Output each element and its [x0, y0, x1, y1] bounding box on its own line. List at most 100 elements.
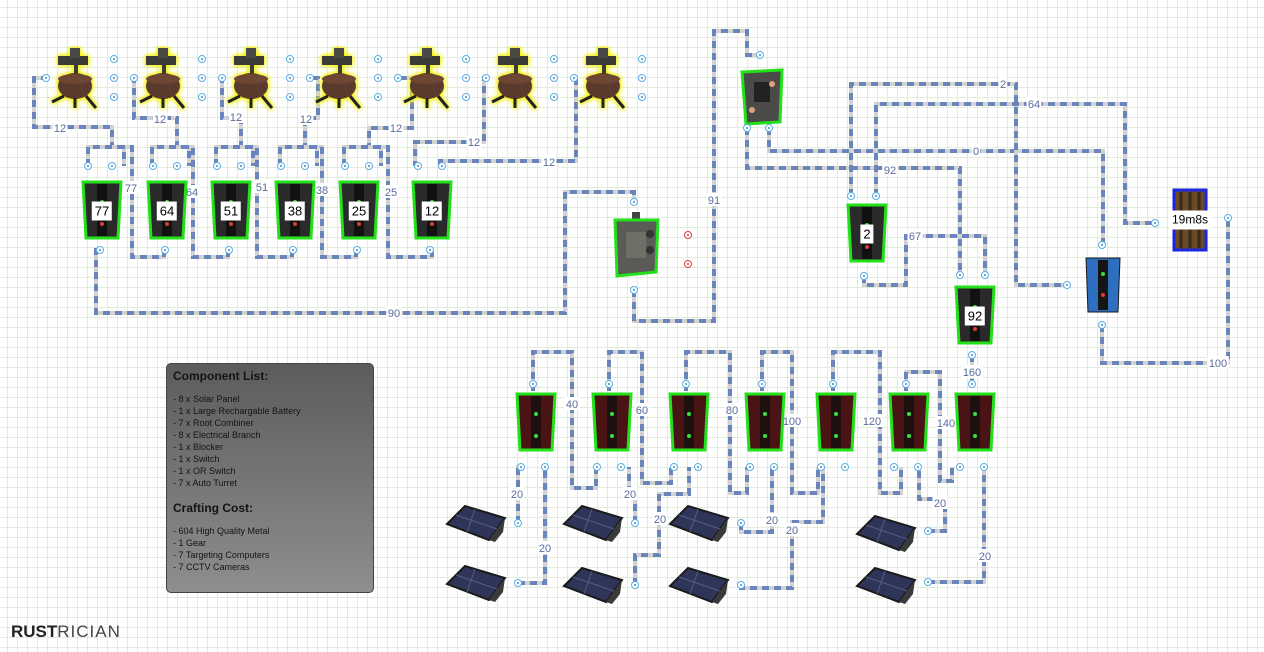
combiner-input-port[interactable] — [817, 463, 825, 471]
solar-panel[interactable] — [855, 512, 917, 556]
wire[interactable] — [278, 145, 319, 166]
combiner-input-port[interactable] — [517, 463, 525, 471]
auto-turret[interactable] — [308, 46, 370, 114]
turret-port[interactable] — [462, 55, 470, 63]
turret-input-port[interactable] — [394, 74, 402, 82]
turret-port[interactable] — [286, 55, 294, 63]
turret-port[interactable] — [550, 74, 558, 82]
wire[interactable] — [518, 467, 547, 585]
io-port[interactable] — [968, 380, 976, 388]
combiner-input-port[interactable] — [956, 463, 964, 471]
branch-input-port[interactable] — [301, 162, 309, 170]
turret-port[interactable] — [462, 93, 470, 101]
combiner-input-port[interactable] — [746, 463, 754, 471]
solar-output-port[interactable] — [514, 519, 522, 527]
io-port[interactable] — [605, 380, 613, 388]
branch-input-port[interactable] — [173, 162, 181, 170]
turret-port[interactable] — [638, 74, 646, 82]
io-port[interactable] — [1098, 241, 1106, 249]
io-port[interactable] — [758, 380, 766, 388]
wire[interactable] — [342, 145, 383, 166]
solar-panel[interactable] — [668, 564, 730, 608]
io-port[interactable] — [860, 272, 868, 280]
wire[interactable] — [150, 145, 191, 166]
turret-port[interactable] — [198, 93, 206, 101]
wire[interactable] — [214, 145, 255, 166]
io-port[interactable] — [956, 271, 964, 279]
root-combiner[interactable] — [953, 392, 997, 454]
turret-port[interactable] — [110, 74, 118, 82]
auto-turret[interactable] — [396, 46, 458, 114]
turret-port[interactable] — [286, 93, 294, 101]
branch-output-port[interactable] — [353, 246, 361, 254]
rustrician-logo[interactable]: RUSTRICIAN — [11, 622, 121, 642]
branch-input-port[interactable] — [149, 162, 157, 170]
wire[interactable] — [767, 128, 1105, 243]
combiner-input-port[interactable] — [593, 463, 601, 471]
turret-input-port[interactable] — [218, 74, 226, 82]
solar-output-port[interactable] — [737, 581, 745, 589]
combiner-input-port[interactable] — [770, 463, 778, 471]
turret-port[interactable] — [374, 55, 382, 63]
wire[interactable] — [928, 467, 986, 584]
solar-output-port[interactable] — [924, 527, 932, 535]
auto-turret[interactable] — [44, 46, 106, 114]
root-combiner[interactable] — [814, 392, 858, 454]
io-port[interactable] — [968, 351, 976, 359]
turret-port[interactable] — [550, 55, 558, 63]
solar-panel[interactable] — [562, 502, 624, 546]
branch-input-port[interactable] — [108, 162, 116, 170]
turret-port[interactable] — [198, 55, 206, 63]
turret-port[interactable] — [550, 93, 558, 101]
branch-input-port[interactable] — [237, 162, 245, 170]
combiner-input-port[interactable] — [890, 463, 898, 471]
io-port[interactable] — [1098, 321, 1106, 329]
branch-input-port[interactable] — [414, 162, 422, 170]
auto-turret[interactable] — [220, 46, 282, 114]
electrical-branch[interactable]: 51 — [209, 180, 253, 242]
electrical-branch[interactable]: 77 — [80, 180, 124, 242]
branch-output-port[interactable] — [225, 246, 233, 254]
turret-input-port[interactable] — [42, 74, 50, 82]
blocker[interactable] — [740, 66, 784, 126]
io-port[interactable] — [1063, 281, 1071, 289]
branch-input-port[interactable] — [84, 162, 92, 170]
branch-output-port[interactable] — [426, 246, 434, 254]
combiner-input-port[interactable] — [914, 463, 922, 471]
io-port[interactable] — [743, 124, 751, 132]
branch-output-port[interactable] — [289, 246, 297, 254]
electrical-branch[interactable]: 64 — [145, 180, 189, 242]
branch-input-port[interactable] — [213, 162, 221, 170]
electrical-branch[interactable]: 12 — [410, 180, 454, 242]
root-combiner[interactable] — [590, 392, 634, 454]
io-port[interactable] — [847, 192, 855, 200]
root-combiner[interactable] — [743, 392, 787, 454]
branch-output-port[interactable] — [96, 246, 104, 254]
combiner-input-port[interactable] — [541, 463, 549, 471]
io-port[interactable] — [872, 192, 880, 200]
branch-input-port[interactable] — [365, 162, 373, 170]
branch-input-port[interactable] — [277, 162, 285, 170]
turret-port[interactable] — [638, 55, 646, 63]
turret-port[interactable] — [374, 74, 382, 82]
turret-port[interactable] — [462, 74, 470, 82]
solar-output-port[interactable] — [737, 519, 745, 527]
io-port[interactable] — [630, 198, 638, 206]
root-combiner[interactable] — [514, 392, 558, 454]
root-combiner[interactable] — [667, 392, 711, 454]
auto-turret[interactable] — [132, 46, 194, 114]
solar-panel[interactable] — [562, 564, 624, 608]
auto-turret[interactable] — [484, 46, 546, 114]
turret-input-port[interactable] — [482, 74, 490, 82]
electrical-branch[interactable]: 25 — [337, 180, 381, 242]
combiner-input-port[interactable] — [841, 463, 849, 471]
io-port[interactable] — [1224, 214, 1232, 222]
turret-port[interactable] — [638, 93, 646, 101]
solar-panel[interactable] — [445, 562, 507, 606]
turret-port[interactable] — [110, 93, 118, 101]
io-port[interactable] — [756, 51, 764, 59]
branch-input-port[interactable] — [341, 162, 349, 170]
solar-panel[interactable] — [855, 564, 917, 608]
wire[interactable] — [86, 145, 126, 166]
combiner-input-port[interactable] — [980, 463, 988, 471]
